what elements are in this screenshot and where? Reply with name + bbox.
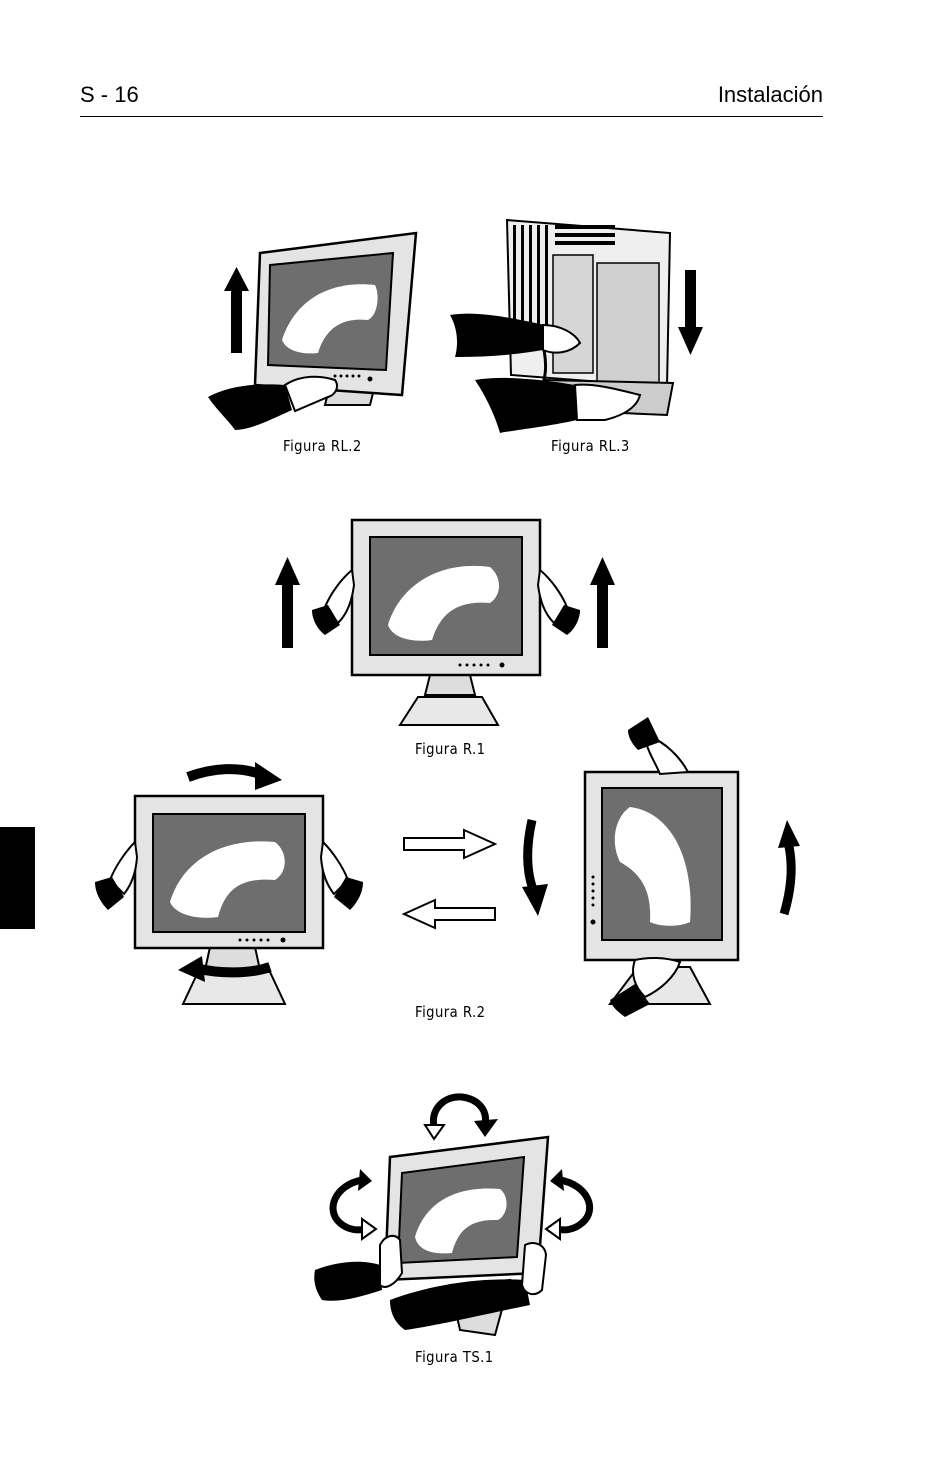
page-header: S - 16 Instalación	[80, 82, 823, 117]
arrow-down-icon	[678, 270, 703, 355]
hand-illustration	[450, 313, 642, 433]
figure-r2-caption: Figura R.2	[415, 1003, 486, 1021]
curved-arrow-icon	[178, 956, 272, 982]
arrow-right-outline-icon	[403, 828, 498, 860]
curved-arrow-icon	[522, 819, 548, 916]
hand-illustration	[208, 375, 338, 430]
monitor-illustration	[253, 231, 418, 406]
rotate-arrow-icon	[423, 1093, 498, 1141]
hand-illustration	[610, 717, 690, 1017]
arrow-up-icon	[275, 557, 300, 648]
monitor-portrait-illustration	[583, 770, 740, 1005]
figure-r1-illustration	[275, 518, 615, 726]
figure-rl2-illustration	[208, 231, 418, 430]
arrow-left-outline-icon	[401, 898, 496, 930]
page-number: S - 16	[80, 82, 139, 107]
section-title: Instalación	[717, 82, 823, 107]
rotate-arrow-icon	[544, 1169, 594, 1241]
hand-illustration	[314, 1234, 548, 1330]
hand-illustration	[95, 839, 363, 910]
figure-ts1-caption: Figura TS.1	[415, 1348, 494, 1366]
figure-rl3-caption: Figura RL.3	[551, 437, 630, 455]
curved-arrow-icon	[778, 820, 800, 916]
figure-rl3-illustration	[450, 218, 703, 433]
figure-r2-illustration	[95, 717, 800, 1017]
monitor-landscape-illustration	[133, 794, 325, 1005]
arrow-up-icon	[590, 557, 615, 648]
monitor-illustration	[350, 518, 542, 726]
curved-arrow-icon	[186, 762, 282, 790]
chapter-tab-marker	[0, 827, 35, 929]
figure-r1-caption: Figura R.1	[415, 740, 486, 758]
hand-illustration	[312, 568, 580, 635]
figure-rl2-caption: Figura RL.2	[283, 437, 362, 455]
arrow-up-icon	[224, 267, 249, 353]
rotate-arrow-icon	[329, 1169, 378, 1241]
figure-ts1-illustration	[314, 1093, 594, 1337]
